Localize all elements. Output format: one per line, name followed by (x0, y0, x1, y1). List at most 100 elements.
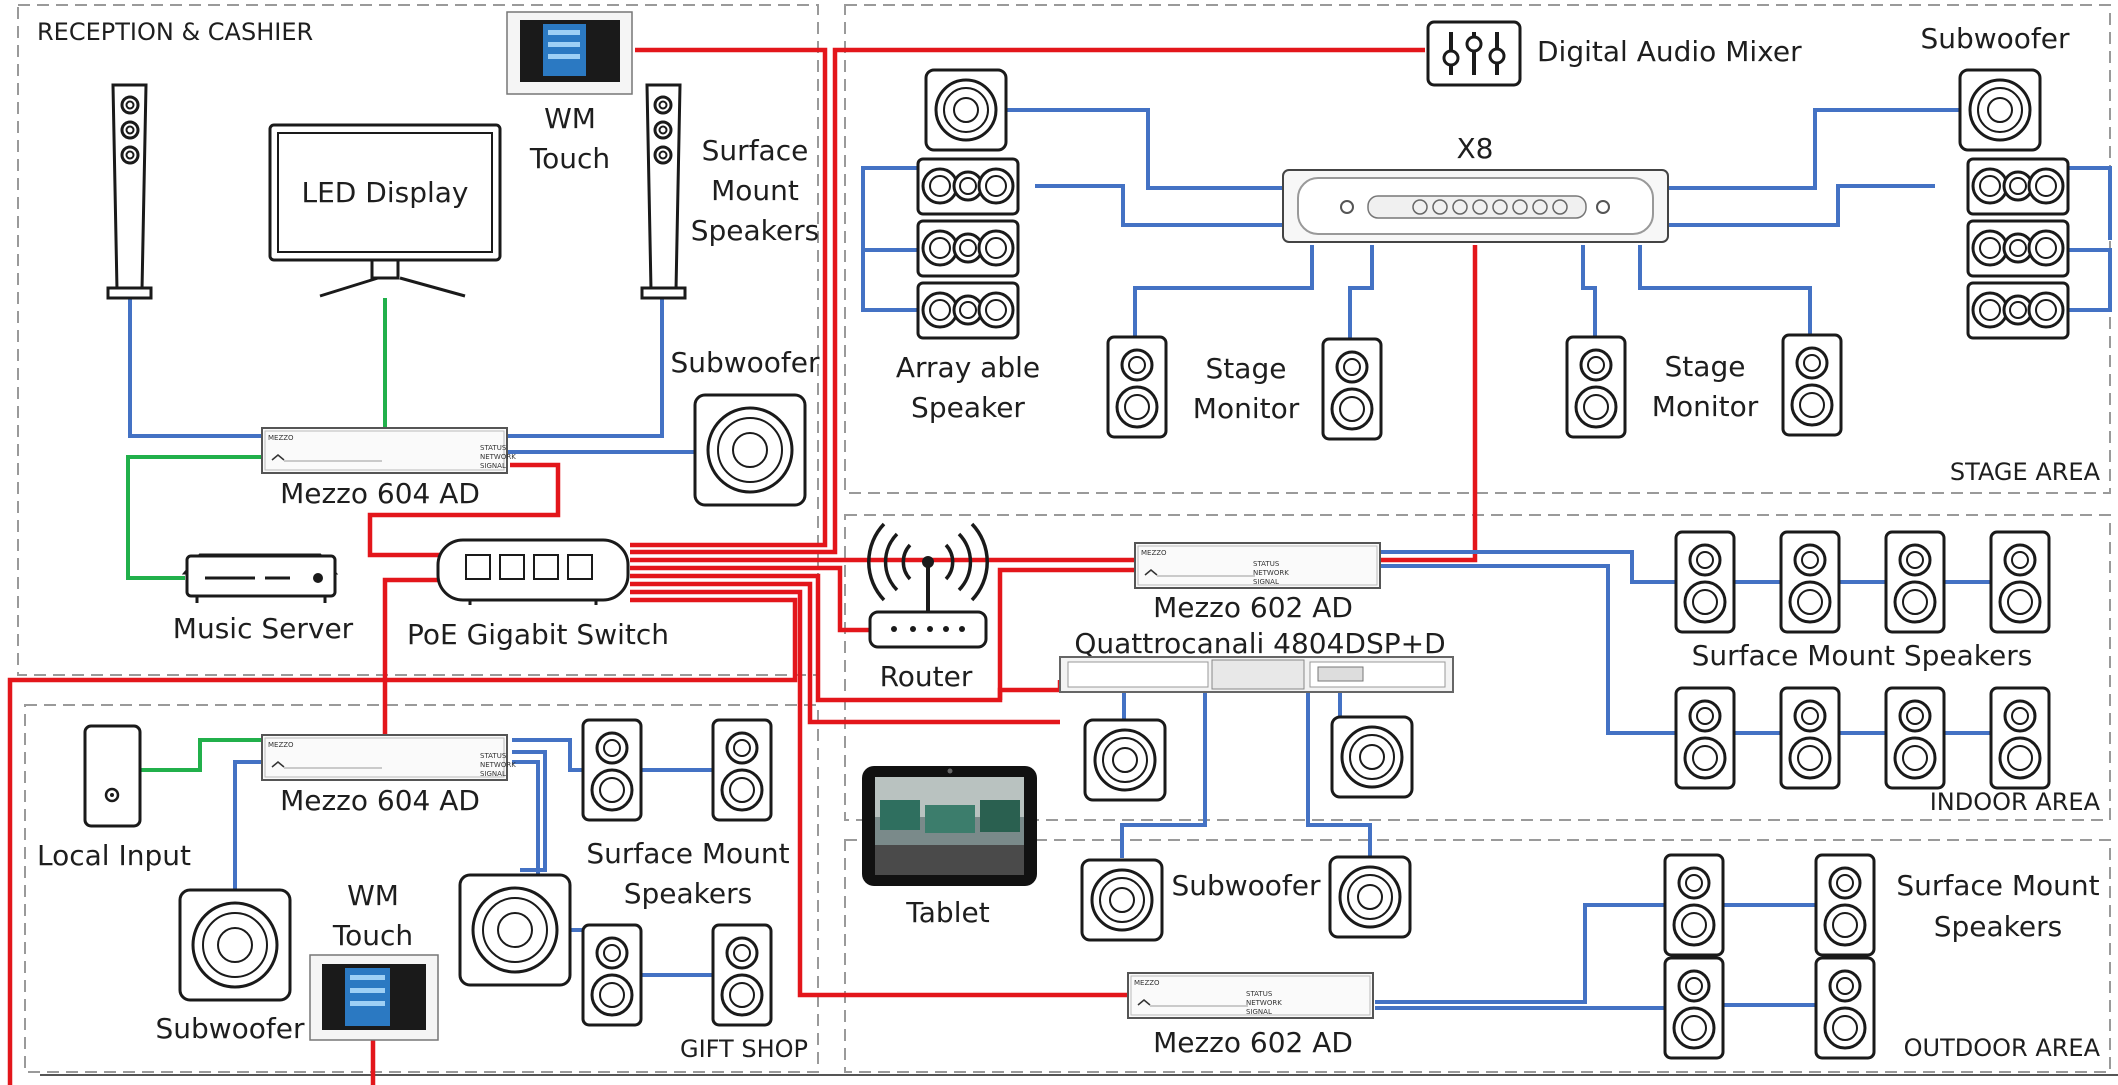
gift-subwoofer-right-icon (458, 873, 572, 987)
indoor-speaker-8-icon (1989, 686, 2051, 790)
indoor-speaker-7-icon (1884, 686, 1946, 790)
wm-touch-gift-label-1: WM (347, 879, 399, 912)
mezzo-signal-text: SIGNAL (480, 462, 506, 470)
array-speaker-4-icon (1966, 157, 2070, 216)
indoor-speaker-2-icon (1779, 530, 1841, 634)
led-display-icon (268, 123, 502, 298)
surface-mount-reception-label-1: Surface (702, 134, 809, 167)
x8-label: X8 (1457, 132, 1494, 165)
stage-monitor-2-label-1: Stage (1665, 350, 1746, 383)
area-label-outdoor: OUTDOOR AREA (1904, 1034, 2101, 1062)
outdoor-subwoofer-left-icon (1080, 858, 1164, 942)
digital-audio-mixer-icon[interactable] (1426, 20, 1522, 87)
mezzo-602-outdoor[interactable]: MEZZO STATUS NETWORK SIGNAL (1127, 972, 1374, 1019)
giftshop-zone (24, 704, 819, 1073)
surface-mount-gift-label-2: Speakers (624, 877, 752, 910)
quattrocanali-label: Quattrocanali 4804DSP+D (1074, 627, 1445, 660)
router-label: Router (880, 660, 973, 693)
array-speaker-5-icon (1966, 219, 2070, 278)
mezzo-outdoor-status-text: STATUS (1246, 990, 1273, 998)
outdoor-zone (844, 839, 2111, 1073)
surface-mount-indoor-label: Surface Mount Speakers (1692, 639, 2033, 672)
x8-amplifier[interactable] (1282, 169, 1669, 243)
gift-speaker-3-icon (581, 923, 643, 1027)
outdoor-speaker-1-icon (1663, 853, 1725, 957)
mezzo-604-reception[interactable]: MEZZO STATUS NETWORK SIGNAL (261, 427, 516, 474)
mezzo-indoor-status-text: STATUS (1253, 560, 1280, 568)
wm-touch-gift-label-2: Touch (332, 919, 413, 952)
indoor-speaker-5-icon (1674, 686, 1736, 790)
poe-switch-icon[interactable] (436, 538, 630, 605)
wm-touch-panel-gift[interactable] (309, 954, 439, 1041)
mezzo-indoor-network-text: NETWORK (1253, 569, 1289, 577)
surface-mount-outdoor-label-2: Speakers (1934, 910, 2062, 943)
music-server-icon (181, 553, 339, 603)
indoor-speaker-3-icon (1884, 530, 1946, 634)
indoor-speaker-4-icon (1989, 530, 2051, 634)
surface-mount-reception-label-2: Mount (711, 174, 799, 207)
mezzo-gift-network-text: NETWORK (480, 761, 516, 769)
music-server-label: Music Server (173, 612, 354, 645)
led-display-label: LED Display (302, 176, 469, 209)
stage-monitor-1-label-2: Monitor (1193, 392, 1300, 425)
gift-speaker-2-icon (711, 718, 773, 822)
surface-mount-reception-label-3: Speakers (691, 214, 819, 247)
outdoor-speaker-4-icon (1814, 956, 1876, 1060)
mezzo-gift-brand-text: MEZZO (268, 741, 294, 749)
surface-mount-outdoor-label-1: Surface Mount (1896, 869, 2099, 902)
area-label-reception: RECEPTION & CASHIER (37, 18, 313, 46)
mezzo-604-reception-label: Mezzo 604 AD (280, 477, 480, 510)
mezzo-604-gift-label: Mezzo 604 AD (280, 784, 480, 817)
subwoofer-stage-label: Subwoofer (1920, 22, 2070, 55)
mezzo-602-indoor-label: Mezzo 602 AD (1153, 591, 1353, 624)
tablet-icon[interactable] (862, 766, 1037, 886)
wm-touch-top-label-1: WM (544, 102, 596, 135)
subwoofer-reception-icon (693, 393, 807, 507)
stage-subwoofer-right-icon (1958, 68, 2042, 152)
indoor-zone (844, 514, 2111, 821)
array-speaker-label-1: Array able (896, 351, 1040, 384)
array-speaker-6-icon (1966, 281, 2070, 340)
mezzo-indoor-brand-text: MEZZO (1141, 549, 1167, 557)
stage-monitor-1-label-1: Stage (1206, 352, 1287, 385)
array-speaker-3-icon (916, 281, 1020, 340)
mezzo-outdoor-network-text: NETWORK (1246, 999, 1282, 1007)
gift-subwoofer-left-icon (178, 888, 292, 1002)
tower-speaker-left (106, 83, 153, 300)
tower-speaker-right (640, 83, 687, 300)
poe-switch-label: PoE Gigabit Switch (407, 618, 669, 651)
gift-speaker-1-icon (581, 718, 643, 822)
tablet-label: Tablet (905, 896, 989, 929)
mezzo-gift-signal-text: SIGNAL (480, 770, 506, 778)
quattrocanali-amplifier[interactable] (1059, 656, 1454, 693)
indoor-speaker-6-icon (1779, 686, 1841, 790)
speaker-cables (128, 108, 2112, 1010)
router-icon[interactable] (867, 522, 989, 649)
outdoor-speaker-2-icon (1814, 853, 1876, 957)
mezzo-gift-status-text: STATUS (480, 752, 507, 760)
reception-zone (17, 4, 819, 676)
local-input-icon[interactable] (83, 724, 142, 828)
area-label-gift: GIFT SHOP (680, 1035, 808, 1063)
mezzo-602-indoor[interactable]: MEZZO STATUS NETWORK SIGNAL (1134, 542, 1381, 589)
mezzo-network-text: NETWORK (480, 453, 516, 461)
subwoofer-gift-label: Subwoofer (155, 1012, 305, 1045)
gift-speaker-4-icon (711, 923, 773, 1027)
indoor-speaker-1-icon (1674, 530, 1736, 634)
network-cables (7, 47, 1478, 1085)
local-input-label: Local Input (37, 839, 191, 872)
subwoofer-reception-label: Subwoofer (670, 346, 820, 379)
indoor-subwoofer-right-icon (1330, 715, 1414, 799)
mezzo-604-gift[interactable]: MEZZO STATUS NETWORK SIGNAL (261, 734, 516, 781)
mezzo-indoor-signal-text: SIGNAL (1253, 578, 1279, 586)
stage-monitor-2-icon (1321, 337, 1383, 441)
stage-monitor-1-icon (1106, 335, 1168, 439)
array-speaker-2-icon (916, 219, 1020, 278)
area-label-stage: STAGE AREA (1950, 458, 2101, 486)
mezzo-outdoor-brand-text: MEZZO (1134, 979, 1160, 987)
outdoor-speaker-3-icon (1663, 956, 1725, 1060)
mezzo-brand-text: MEZZO (268, 434, 294, 442)
wm-touch-panel-top[interactable] (506, 11, 633, 95)
digital-audio-mixer-label: Digital Audio Mixer (1537, 35, 1802, 68)
mezzo-602-outdoor-label: Mezzo 602 AD (1153, 1026, 1353, 1059)
